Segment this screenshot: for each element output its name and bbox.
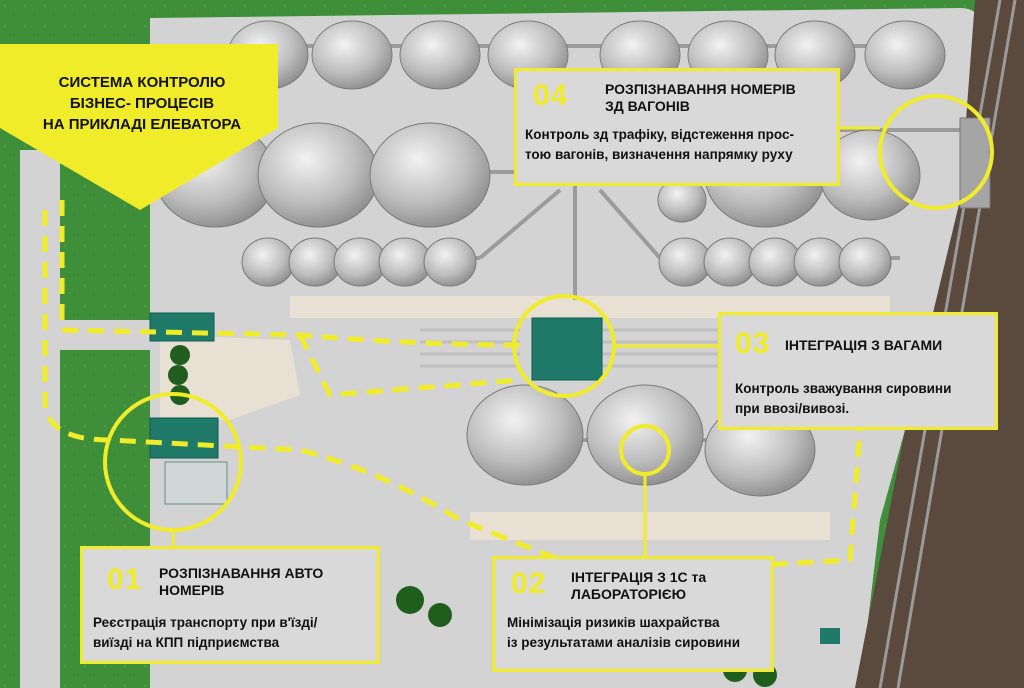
title-line-2: БІЗНЕС- ПРОЦЕСІВ bbox=[69, 95, 215, 112]
callout-01-title: РОЗПІЗНАВАННЯ АВТО НОМЕРІВ bbox=[159, 565, 324, 598]
callout-02-title: ІНТЕГРАЦІЯ З 1С та ЛАБОРАТОРІЄЮ bbox=[571, 569, 707, 602]
callout-01-description: Реєстрація транспорту при в'їзді/ виїзді… bbox=[93, 615, 318, 650]
callout-03-title: ІНТЕГРАЦІЯ З ВАГАМИ bbox=[785, 337, 943, 353]
title-banner-shape bbox=[0, 44, 278, 210]
callout-03-number: 03 bbox=[735, 327, 771, 360]
page-title: СИСТЕМА КОНТРОЛЮ БІЗНЕС- ПРОЦЕСІВ НА ПРИ… bbox=[22, 72, 262, 135]
callout-04-number: 04 bbox=[533, 79, 569, 112]
title-line-3: НА ПРИКЛАДІ ЕЛЕВАТОРА bbox=[42, 116, 242, 133]
callout-01-number: 01 bbox=[107, 563, 143, 596]
weighbridge-stripes bbox=[420, 328, 720, 368]
callout-02-description: Мінімізація ризиків шахрайства із резуль… bbox=[507, 615, 740, 650]
callout-04: 04 РОЗПІЗНАВАННЯ НОМЕРІВ ЗД ВАГОНІВ Конт… bbox=[514, 68, 840, 186]
access-road-branch bbox=[60, 320, 160, 350]
callout-04-title: РОЗПІЗНАВАННЯ НОМЕРІВ ЗД ВАГОНІВ bbox=[605, 81, 796, 114]
callout-03: 03 ІНТЕГРАЦІЯ З ВАГАМИ Контроль зважуван… bbox=[718, 312, 998, 430]
title-line-1: СИСТЕМА КОНТРОЛЮ bbox=[58, 74, 226, 91]
highlight-circle-04 bbox=[878, 94, 994, 210]
buildings bbox=[149, 117, 991, 644]
callout-02: 02 ІНТЕГРАЦІЯ З 1С та ЛАБОРАТОРІЄЮ Мінім… bbox=[492, 556, 774, 672]
access-road bbox=[20, 150, 60, 688]
callout-connectors bbox=[171, 126, 880, 558]
inner-pad-bottom bbox=[470, 512, 830, 540]
callout-04-description: Контроль зд трафіку, відстеження прос- т… bbox=[525, 127, 794, 162]
callout-03-description: Контроль зважування сировини при ввозі/в… bbox=[735, 381, 952, 416]
callout-02-number: 02 bbox=[511, 567, 547, 600]
callout-01: 01 РОЗПІЗНАВАННЯ АВТО НОМЕРІВ Реєстрація… bbox=[80, 546, 380, 664]
